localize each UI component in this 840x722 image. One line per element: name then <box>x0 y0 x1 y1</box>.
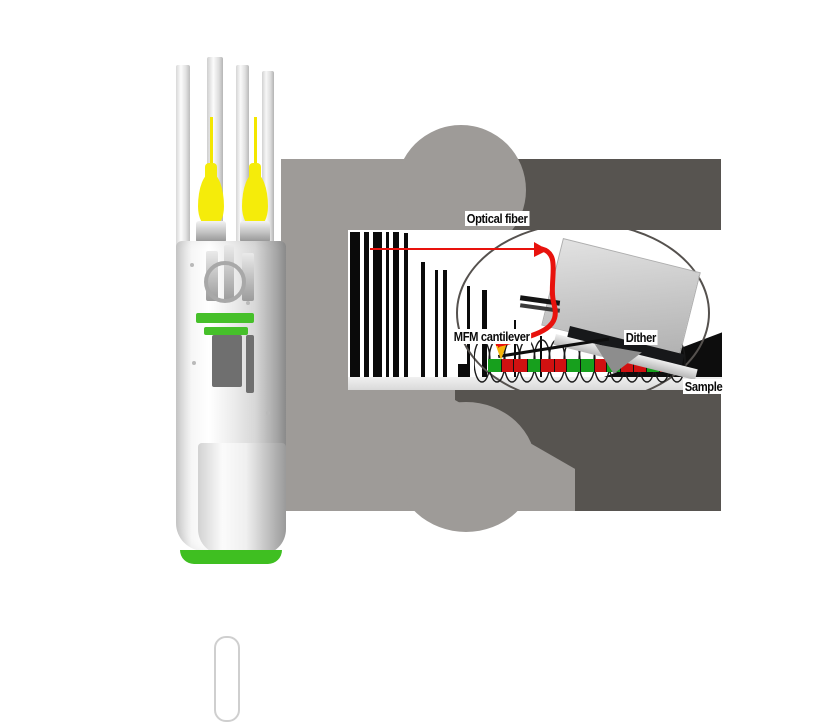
green-mount-plate-1 <box>196 313 254 323</box>
body-hole <box>190 263 194 267</box>
body-slot-oval <box>214 636 240 722</box>
body-hole <box>192 361 196 365</box>
probe-bulb-2 <box>242 173 268 227</box>
magnetic-domain <box>554 359 568 372</box>
magnified-bar <box>386 232 389 378</box>
magnetic-domain <box>567 359 581 372</box>
magnified-bar <box>435 270 438 378</box>
optical-fiber-path <box>497 242 558 348</box>
optical-fiber-horizontal <box>370 248 542 250</box>
green-base-ring <box>180 550 282 564</box>
probe-needle-2 <box>254 117 257 179</box>
magnetic-domain <box>501 359 515 372</box>
body-hole <box>246 301 250 305</box>
magnified-bar <box>393 232 399 378</box>
label-mfm-cantilever: MFM cantilever <box>452 329 532 344</box>
label-optical-fiber: Optical fiber <box>465 211 530 226</box>
magnifier-circle <box>456 230 710 390</box>
clamp-ring <box>204 261 246 303</box>
probe-bulb-1 <box>198 173 224 227</box>
magnified-bar <box>443 270 447 378</box>
magnetic-domain <box>594 359 608 372</box>
instrument-photo <box>150 45 310 722</box>
green-mount-plate-2 <box>204 327 248 335</box>
magnetic-domain <box>488 359 502 372</box>
magnetic-domain <box>514 359 528 372</box>
probe-collar-2 <box>240 221 270 243</box>
magnified-bar <box>373 232 382 378</box>
magnetic-domain <box>541 359 555 372</box>
scanner-column <box>246 335 254 393</box>
magnified-bar <box>364 232 369 378</box>
probe-collar-1 <box>196 221 226 243</box>
magnified-bar <box>350 232 360 378</box>
inner-assembly-3 <box>242 253 254 301</box>
schematic-inset <box>348 230 722 390</box>
magnified-bar <box>404 233 408 378</box>
magnified-bar <box>421 262 425 378</box>
magnetic-domain <box>581 359 595 372</box>
label-sample: Sample <box>683 379 725 394</box>
magnetic-domain <box>607 359 621 372</box>
magnified-bar <box>458 364 467 378</box>
probe-needle-1 <box>210 117 213 179</box>
body-hole <box>266 411 270 415</box>
magnetic-domain <box>527 359 542 372</box>
scanner-block <box>212 335 242 387</box>
support-shaft-1 <box>176 65 190 280</box>
microscope-lower-cylinder <box>198 443 286 555</box>
label-dither: Dither <box>624 330 658 345</box>
